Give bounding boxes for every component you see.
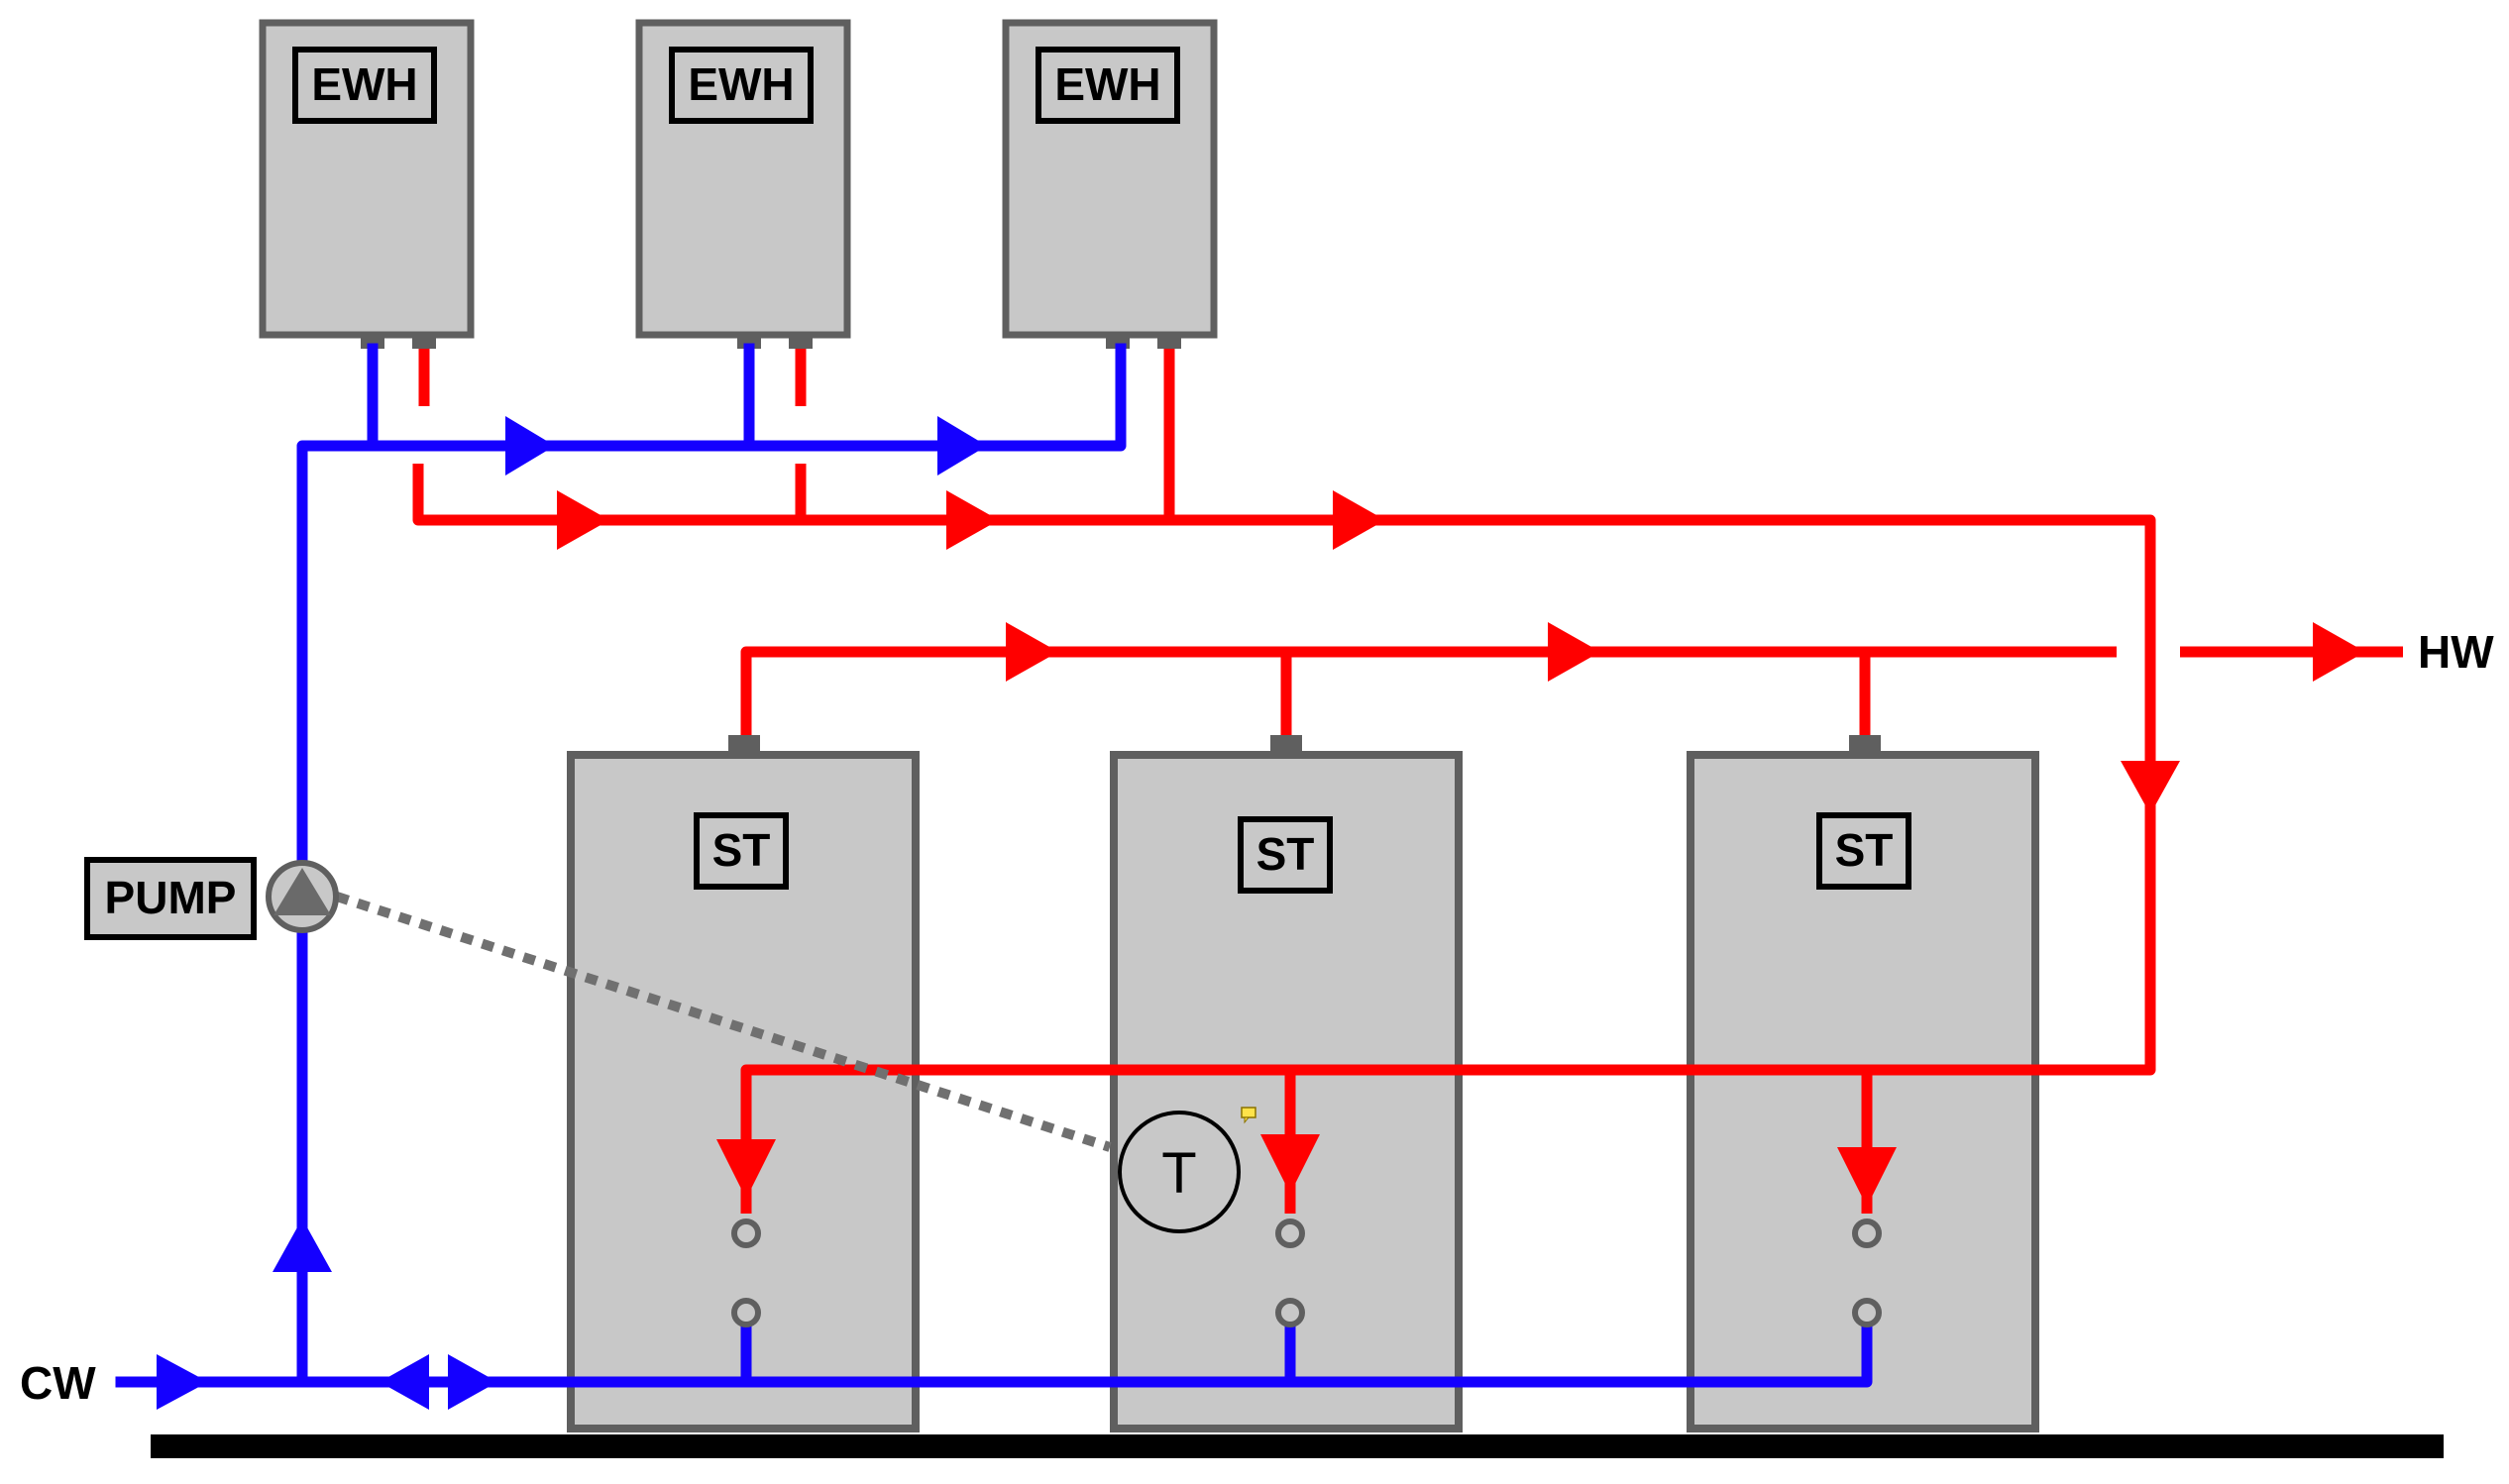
- cold-inlet-port: [1852, 1298, 1882, 1327]
- hot-supply-header: [740, 646, 2117, 735]
- cold-connector: [361, 335, 384, 349]
- tank-top-connector: [728, 735, 760, 755]
- floor: [151, 1434, 2444, 1458]
- flow-arrow-left: [380, 1354, 429, 1410]
- cold-inlet-port: [731, 1298, 761, 1327]
- thermostat: T: [1118, 1111, 1241, 1233]
- hot-connector: [412, 335, 436, 349]
- cold-main-pipe: [115, 1307, 1873, 1388]
- cold-flow-arrows: [157, 416, 987, 1410]
- flow-arrow-down: [1260, 1134, 1320, 1194]
- flow-arrow-right: [157, 1354, 208, 1410]
- ewh-unit-2: EWH: [635, 19, 851, 349]
- pump-icon: [266, 860, 339, 933]
- hot-connector: [789, 335, 813, 349]
- tank-ports: [731, 1219, 1882, 1327]
- cold-connector: [737, 335, 761, 349]
- ewh-label: EWH: [1054, 58, 1160, 110]
- flow-arrow-right: [946, 490, 999, 550]
- flow-arrow-up: [273, 1219, 332, 1272]
- ewh-label: EWH: [688, 58, 794, 110]
- st-label: ST: [1256, 828, 1315, 880]
- flow-arrow-down: [716, 1139, 776, 1199]
- tank-top-connector: [1270, 735, 1302, 755]
- flow-arrow-right: [2313, 622, 2365, 682]
- flow-arrow-right: [1333, 490, 1385, 550]
- flow-arrow-right: [937, 416, 987, 476]
- st-label: ST: [1835, 824, 1894, 876]
- st-label: ST: [712, 824, 771, 876]
- flow-arrow-down: [1837, 1147, 1897, 1207]
- tank-top-connector: [1849, 735, 1881, 755]
- hot-inlet-port: [731, 1219, 761, 1248]
- pump-label: PUMP: [105, 872, 237, 923]
- hot-connector: [1157, 335, 1181, 349]
- hot-water-label: HW: [2418, 626, 2494, 678]
- ewh-unit-3: EWH: [1002, 19, 1218, 349]
- ewh-unit-1: EWH: [259, 19, 475, 349]
- hot-inlet-port: [1852, 1219, 1882, 1248]
- pump: PUMP: [84, 857, 339, 940]
- ewh-label: EWH: [311, 58, 417, 110]
- flow-arrow-right: [1548, 622, 1600, 682]
- hot-inlet-port: [1275, 1219, 1305, 1248]
- thermostat-label: T: [1161, 1141, 1196, 1206]
- cold-water-label: CW: [20, 1357, 96, 1409]
- flow-arrow-right: [1006, 622, 1058, 682]
- cold-inlet-port: [1275, 1298, 1305, 1327]
- control-signal-line: [335, 892, 1112, 1152]
- hot-flow-arrows: [557, 490, 2365, 1207]
- flow-arrow-right: [557, 490, 609, 550]
- thermostat-icon: [1118, 1111, 1241, 1233]
- comment-icon[interactable]: [1241, 1107, 1256, 1124]
- flow-arrow-down: [2121, 761, 2180, 814]
- flow-arrow-right: [505, 416, 555, 476]
- cold-water-piping: [115, 343, 1873, 1388]
- flow-arrow-right: [448, 1354, 497, 1410]
